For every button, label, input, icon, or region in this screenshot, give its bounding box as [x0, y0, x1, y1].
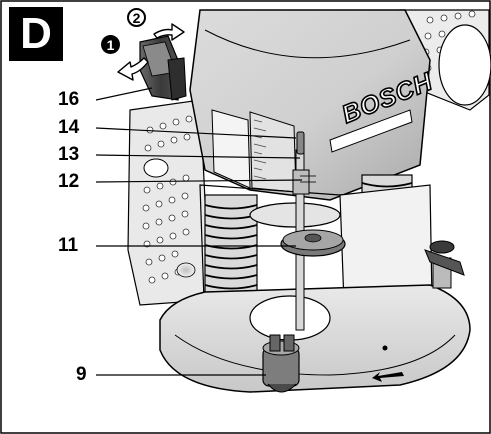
leader-16 [95, 87, 153, 101]
leader-14 [95, 127, 297, 139]
callout-12: 12 [58, 171, 80, 192]
step-2-badge: 2 [127, 8, 146, 27]
turret-stop [262, 334, 300, 393]
callout-9: 9 [76, 364, 87, 385]
lock-lever [139, 35, 187, 101]
leader-lines [95, 87, 303, 376]
lever-motion-arrows [117, 23, 185, 81]
leader-12 [95, 179, 303, 183]
step-1-badge: 1 [101, 35, 120, 54]
left-vent-panel [127, 99, 211, 306]
fine-adjust-knob [280, 229, 346, 257]
callout-13: 13 [58, 144, 80, 165]
base-plate [159, 284, 471, 393]
callout-14: 14 [58, 117, 80, 138]
panel-letter: D [9, 7, 63, 61]
motor-housing [189, 9, 431, 201]
leader-13 [95, 154, 301, 159]
base-knob [424, 240, 465, 289]
callout-11: 11 [58, 235, 79, 256]
callout-16: 16 [58, 89, 80, 110]
